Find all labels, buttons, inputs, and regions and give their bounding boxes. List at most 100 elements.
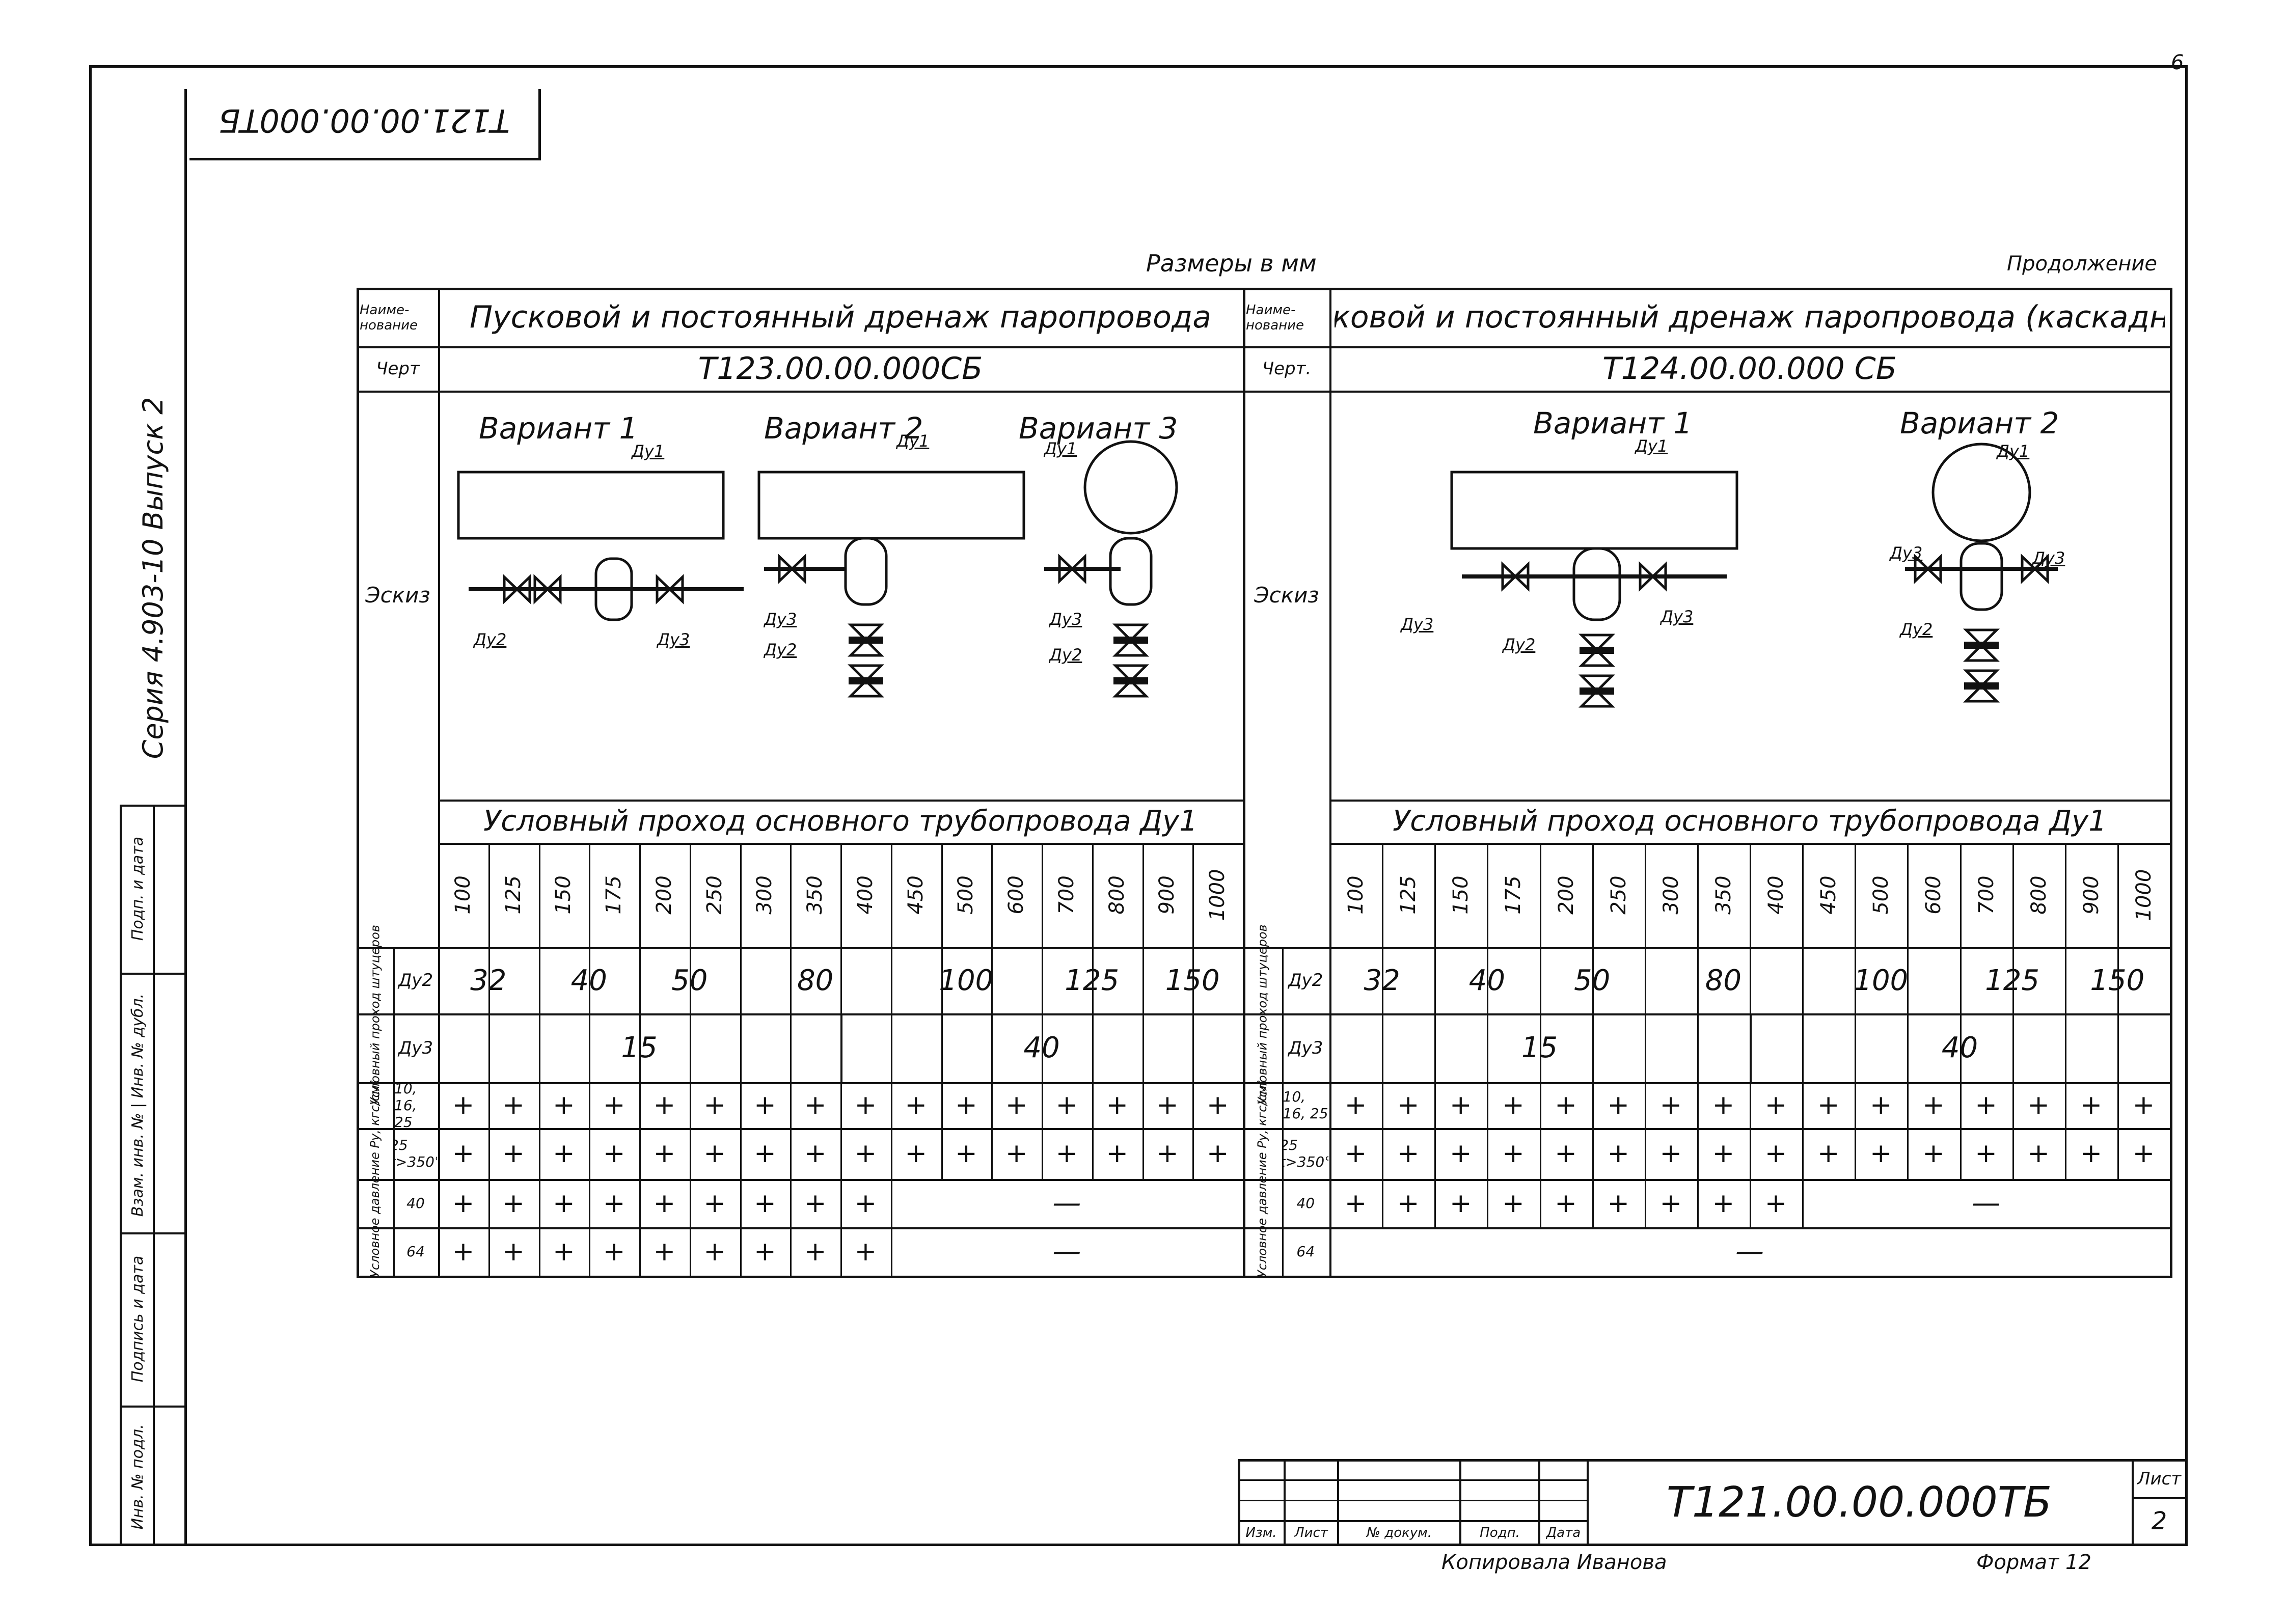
tb-col-list: Лист (1294, 1525, 1328, 1540)
table1-sketch-mark: Ду3 (1890, 543, 1923, 563)
table0-pcol-low (538, 1227, 540, 1276)
table1-pressure-label: Условное давление Ру, кгс/см² (1255, 1080, 1270, 1278)
table0-plus-cell: + (854, 1090, 877, 1120)
table1-plus-cell: + (1555, 1090, 1577, 1120)
table1-plus-cell: + (1344, 1138, 1367, 1169)
table0-plus-cell: + (452, 1090, 475, 1120)
table0-diameter-0: 100 (451, 875, 475, 915)
table1-plus-cell: + (2132, 1138, 2155, 1169)
table0-sketch-svg (457, 440, 1178, 698)
outer-frame-right (2185, 65, 2188, 1546)
table1-pcol-13 (2012, 1082, 2014, 1179)
table1-left (1243, 288, 1245, 1278)
table0-pcol-low (740, 1179, 742, 1227)
table0-pcol-8 (840, 1082, 842, 1179)
table0-plus-cell: + (754, 1188, 776, 1219)
margin-label-1: Подп. и дата (128, 836, 147, 941)
table0-pcol-low (689, 1227, 691, 1276)
table1-plus-cell: + (1975, 1138, 1997, 1169)
table1-plus-cell: + (2080, 1090, 2103, 1120)
table1-plus-cell: + (1817, 1090, 1840, 1120)
table1-row-line-4 (1243, 947, 2170, 949)
table0-du2-value: 150 (1165, 964, 1220, 997)
table1-col-7 (1697, 843, 1699, 1082)
table1-diameter-5: 250 (1607, 875, 1630, 915)
table1-right (2170, 288, 2172, 1278)
table1-plus-cell: + (1975, 1090, 1997, 1120)
table0-variant-1: Вариант 1 (479, 411, 638, 446)
table1-plus-cell: + (1555, 1188, 1577, 1219)
table0-plus-cell: + (854, 1188, 877, 1219)
table0-col-5 (689, 843, 691, 1082)
table1-sketch-svg (1450, 443, 2058, 708)
table0-pcol-low (840, 1179, 842, 1227)
table1-du3-value: 15 (1521, 1031, 1558, 1064)
table0-plus-cell: + (653, 1236, 676, 1267)
table0-plus-cell: + (553, 1138, 575, 1169)
table1-fittings-label: Условный проход штуцеров (1255, 924, 1270, 1105)
table0-du2-value: 100 (939, 964, 994, 997)
table0-du3-label: Ду3 (398, 1037, 433, 1058)
table1-sketch-mark: Ду2 (1900, 620, 1933, 639)
table0-pcol-14 (1142, 1082, 1144, 1179)
table1-plus-cell: + (1555, 1138, 1577, 1169)
table0-dash-cell: — (1052, 1235, 1081, 1268)
table1-col-5 (1592, 843, 1594, 1082)
drain-pot-icon (1572, 547, 1621, 621)
table0-diameter-4: 200 (652, 875, 676, 915)
table1-diameter-11: 600 (1921, 875, 1945, 915)
table1-pcol-10 (1855, 1082, 1857, 1179)
valve-icon (1058, 554, 1086, 584)
tb-v5 (1587, 1459, 1589, 1546)
table0-plus-cell: + (603, 1138, 625, 1169)
table0-plus-cell: + (804, 1236, 827, 1267)
table0-plus-cell: + (1156, 1138, 1179, 1169)
table0-diameter-1: 125 (502, 875, 526, 915)
table1-diameter-13: 800 (2027, 875, 2051, 915)
table0-plus-cell: + (1055, 1138, 1078, 1169)
table1-col-11 (1907, 843, 1909, 1082)
table1-pressure-value: 64 (1296, 1243, 1315, 1260)
table1-pcol-3 (1487, 1082, 1489, 1179)
copied-by: Копировала Иванова (1441, 1551, 1667, 1574)
table0-bottom (357, 1276, 1243, 1278)
table0-pressure-value: 10, 16, 25 (394, 1082, 417, 1128)
table0-sketch-mark: Ду2 (474, 630, 507, 649)
table1-du2-value: 125 (1985, 964, 2040, 997)
drain-pot-icon (844, 537, 888, 606)
table0-col-1 (488, 843, 490, 1082)
table0-pcol-9 (890, 1082, 892, 1179)
strip-h1 (120, 973, 187, 975)
table1-du2-value: 50 (1573, 964, 1611, 997)
margin-label-4: Инв. № подл. (128, 1424, 147, 1530)
strip-h3 (120, 1406, 187, 1408)
table1-row-line-2 (1329, 800, 2170, 802)
table1-dash-cell: — (1735, 1235, 1764, 1268)
table1-plus-cell: + (1659, 1188, 1682, 1219)
table0-plus-cell: + (502, 1090, 525, 1120)
table1-sketch-label: Эскиз (1254, 583, 1319, 608)
table1-label-col (1329, 288, 1331, 1276)
table1-pcol-low (1382, 1179, 1384, 1227)
table0-pcol-10 (941, 1082, 943, 1179)
table0-dash-cell: — (1052, 1187, 1081, 1220)
table0-pcol-11 (991, 1082, 993, 1179)
table0-plus-cell: + (854, 1138, 877, 1169)
table0-plus-cell: + (905, 1138, 927, 1169)
tb-v3 (1459, 1459, 1461, 1546)
series-text: Серия 4.903-10 Выпуск 2 (137, 397, 169, 759)
table0-plus-cell: + (754, 1138, 776, 1169)
table1-du3-value: 40 (1941, 1031, 1978, 1064)
table0-plus-cell: + (502, 1188, 525, 1219)
table0-row-line-2 (438, 800, 1243, 802)
table0-pcol-1 (488, 1082, 490, 1179)
valve-icon (1578, 674, 1616, 708)
table1-pcol-low (1539, 1179, 1541, 1227)
table0-plus-cell: + (703, 1090, 726, 1120)
table1-diameter-12: 700 (1974, 875, 1998, 915)
table0-pcol-low (689, 1179, 691, 1227)
table0-plus-cell: + (955, 1138, 977, 1169)
table0-row-line-7 (357, 1128, 1243, 1130)
table0-pcol-low (790, 1227, 792, 1276)
table0-pcol-low (589, 1179, 591, 1227)
